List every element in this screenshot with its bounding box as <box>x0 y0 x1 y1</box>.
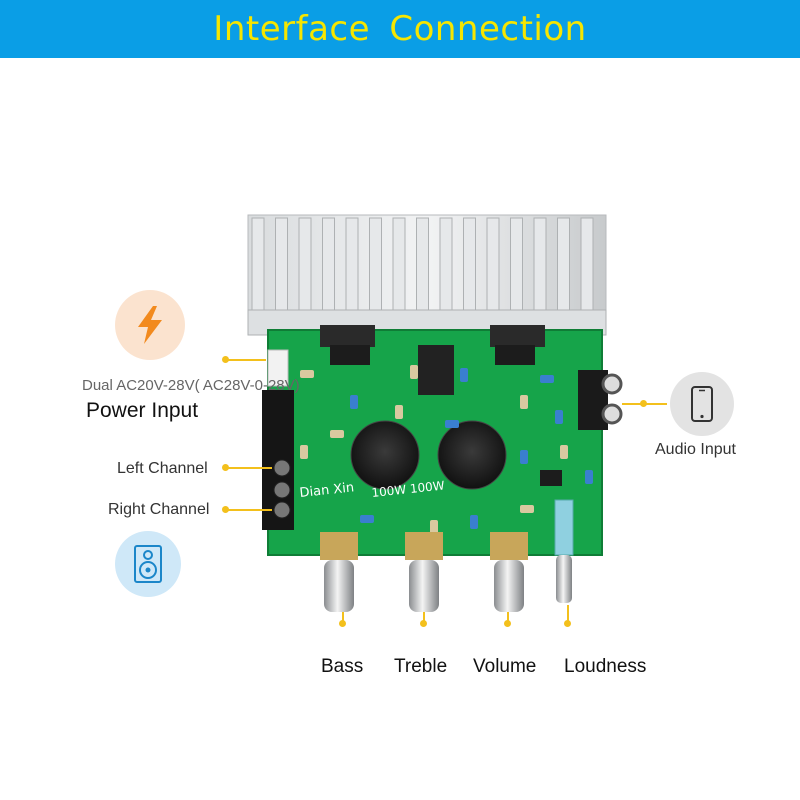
heatsink-fin <box>580 217 594 314</box>
board-component <box>395 405 403 419</box>
board-component <box>520 505 534 513</box>
phone-icon-circle <box>670 372 734 436</box>
board-component <box>585 470 593 484</box>
heatsink-fin <box>275 217 288 314</box>
bass-dot <box>339 620 346 627</box>
board-component <box>555 410 563 424</box>
right-channel-dot <box>222 506 229 513</box>
right-channel-label: Right Channel <box>108 501 210 518</box>
board-component <box>350 395 358 409</box>
heatsink-fin <box>369 217 382 314</box>
volume-label: Volume <box>473 656 537 677</box>
heatsink-fin <box>298 217 312 314</box>
board-component <box>540 375 554 383</box>
board-component <box>520 450 528 464</box>
heatsink-fin <box>557 217 570 314</box>
audio-input-label: Audio Input <box>655 441 736 458</box>
board-component <box>520 395 528 409</box>
board-component <box>410 365 418 379</box>
board-component <box>300 370 314 378</box>
pcb: Dian Xin 100W 100W <box>262 325 623 612</box>
volume-dot <box>504 620 511 627</box>
loudness-line <box>567 605 569 623</box>
board-component <box>470 515 478 529</box>
speaker-icon-circle <box>115 531 181 597</box>
board-component <box>430 520 438 534</box>
power-connector-dot <box>222 356 229 363</box>
right-channel-line <box>226 509 272 511</box>
bass-line <box>342 612 344 624</box>
left-channel-line <box>226 467 272 469</box>
treble-label: Treble <box>394 656 448 677</box>
board-component <box>360 515 374 523</box>
board-brand-text: Dian Xin <box>299 480 355 501</box>
power-input-label: Power Input <box>86 399 199 422</box>
bass-label: Bass <box>321 656 364 677</box>
lightning-icon <box>138 306 162 344</box>
header-banner: Interface Connection <box>0 0 800 58</box>
volume-line <box>507 612 509 624</box>
heatsink-fin <box>416 217 429 314</box>
heatsink-fin <box>510 217 523 314</box>
heatsink-fin <box>251 217 265 314</box>
smartphone-icon <box>691 386 713 422</box>
board-component <box>330 430 344 438</box>
heatsink-fin <box>392 217 406 314</box>
treble-dot <box>420 620 427 627</box>
loudness-dot <box>564 620 571 627</box>
page-title: Interface Connection <box>213 9 587 49</box>
heatsink-fin <box>439 217 453 314</box>
heatsink <box>247 214 607 336</box>
board-component <box>460 368 468 382</box>
left-channel-dot <box>222 464 229 471</box>
power-icon-circle <box>115 290 185 360</box>
heatsink-fin <box>533 217 547 314</box>
speaker-icon <box>134 545 162 583</box>
audio-input-line <box>622 403 667 405</box>
board-component <box>560 445 568 459</box>
board-component <box>300 445 308 459</box>
power-spec-label: Dual AC20V-28V( AC28V-0-28V) <box>82 377 300 394</box>
heatsink-fin <box>463 217 476 314</box>
heatsink-fin <box>345 217 359 314</box>
heatsink-fin <box>486 217 500 314</box>
left-channel-label: Left Channel <box>117 460 208 477</box>
loudness-label: Loudness <box>564 656 647 677</box>
heatsink-fin <box>322 217 335 314</box>
treble-line <box>423 612 425 624</box>
board-component <box>445 420 459 428</box>
power-connector-line <box>226 359 266 361</box>
